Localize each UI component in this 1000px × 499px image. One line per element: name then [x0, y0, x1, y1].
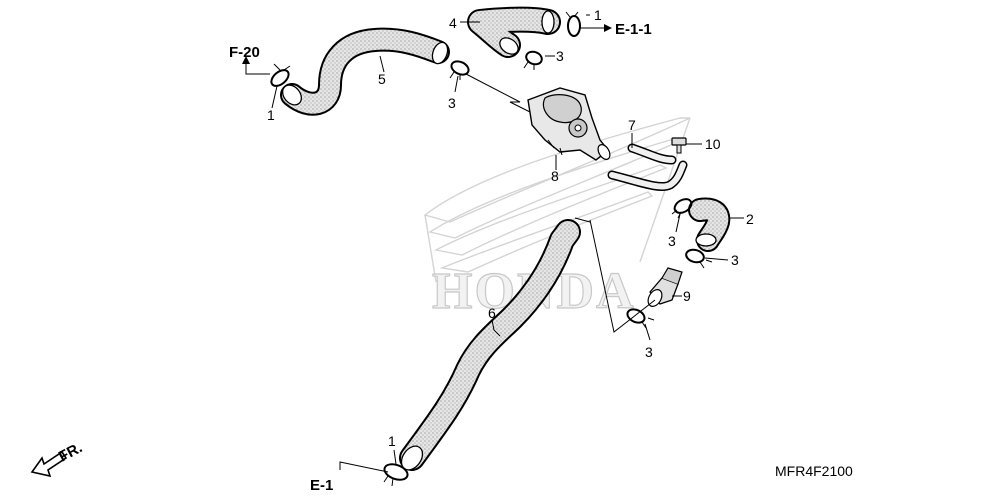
- callout-2: 2: [746, 211, 754, 227]
- clamp-3-b: [523, 50, 543, 70]
- clamp-3-d: [685, 248, 713, 269]
- air-injection-valve-8: [527, 87, 611, 161]
- callout-1-left: 1: [267, 107, 275, 123]
- ref-e11: E-1-1: [615, 21, 652, 38]
- ref-e1: E-1: [310, 477, 333, 494]
- callout-9: 9: [683, 288, 691, 304]
- callout-10: 10: [705, 136, 721, 152]
- callout-4: 4: [449, 15, 457, 31]
- front-arrow: FR.: [30, 439, 85, 478]
- hose-6: [399, 219, 581, 471]
- clamp-3-a: [449, 60, 470, 80]
- callout-3-b: 3: [556, 48, 564, 64]
- callout-1-top: 1: [594, 7, 602, 23]
- callout-3-d: 3: [731, 252, 739, 268]
- ref-f20: F-20: [229, 44, 260, 61]
- diagram-code: MFR4F2100: [775, 463, 853, 479]
- reed-valve-9: [647, 267, 683, 307]
- callout-8: 8: [551, 168, 559, 184]
- hose-2: [688, 197, 731, 252]
- hose-5: [280, 27, 450, 116]
- clamp-3-e: [626, 308, 655, 329]
- clamp-1-top: [565, 11, 581, 37]
- callout-3-c: 3: [668, 233, 676, 249]
- pipe-7: [607, 143, 688, 192]
- callout-6: 6: [488, 305, 496, 321]
- hose-4: [467, 6, 561, 58]
- clamp-1-left: [270, 63, 291, 87]
- leader-lines: [242, 14, 744, 473]
- callout-5: 5: [378, 71, 386, 87]
- callout-3-a: 3: [448, 95, 456, 111]
- clamp-1-bottom: [383, 463, 409, 487]
- callout-3-e: 3: [645, 344, 653, 360]
- bolt-10: [671, 137, 687, 154]
- callout-7: 7: [628, 117, 636, 133]
- callout-1-bottom: 1: [388, 433, 396, 449]
